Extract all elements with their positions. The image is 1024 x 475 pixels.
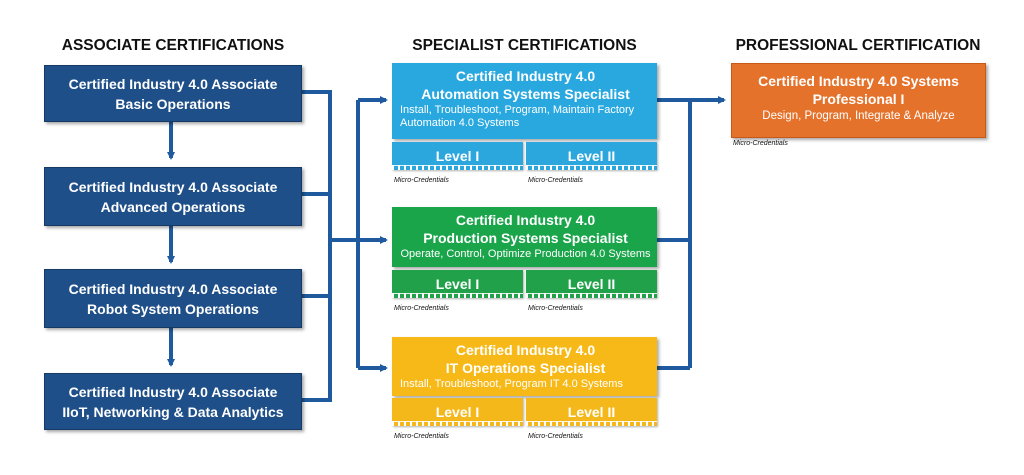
professional-certification-box: Certified Industry 4.0 Systems Professio… <box>731 63 986 138</box>
associate-basic-operations: Certified Industry 4.0 Associate Basic O… <box>44 65 302 122</box>
micro-credentials-label: Micro-Credentials <box>394 177 449 184</box>
micro-credentials-label: Micro-Credentials <box>528 305 583 312</box>
specialist-subtitle: IT Operations Specialist <box>445 360 606 376</box>
associate-iiot-networking: Certified Industry 4.0 Associate IIoT, N… <box>44 373 302 430</box>
associate-header: ASSOCIATE CERTIFICATIONS <box>61 37 285 54</box>
associate-robot-system-operations: Certified Industry 4.0 Associate Robot S… <box>44 269 302 328</box>
associate-subtitle: Advanced Operations <box>100 198 246 215</box>
micro-credentials-label: Micro-Credentials <box>528 433 583 440</box>
micro-credentials-label: Micro-Credentials <box>394 433 449 440</box>
associate-bus <box>302 90 332 402</box>
specialist-description: Operate, Control, Optimize Production 4.… <box>400 248 651 260</box>
professional-description: Design, Program, Integrate & Analyze <box>762 110 955 122</box>
micro-credentials-label: Micro-Credentials <box>733 140 788 147</box>
it-level-2: Level II <box>526 398 657 426</box>
specialist-title: Certified Industry 4.0 <box>455 342 596 358</box>
associate-title: Certified Industry 4.0 Associate <box>68 75 278 92</box>
specialist-subtitle: Production Systems Specialist <box>423 230 628 246</box>
production-level-2: Level II <box>526 270 657 298</box>
specialist-title: Certified Industry 4.0 <box>455 68 596 84</box>
micro-credentials-label: Micro-Credentials <box>394 305 449 312</box>
specialist-title: Certified Industry 4.0 <box>455 212 596 228</box>
it-level-1: Level I <box>392 398 523 426</box>
associate-title: Certified Industry 4.0 Associate <box>68 280 278 297</box>
it-specialist-box: Certified Industry 4.0 IT Operations Spe… <box>392 337 657 396</box>
specialist-header: SPECIALIST CERTIFICATIONS <box>412 37 637 54</box>
professional-subtitle: Professional I <box>812 91 905 107</box>
professional-header: PROFESSIONAL CERTIFICATION <box>735 37 981 54</box>
micro-credentials-label: Micro-Credentials <box>528 177 583 184</box>
automation-level-2: Level II <box>526 142 657 170</box>
automation-level-1: Level I <box>392 142 523 170</box>
automation-specialist-box: Certified Industry 4.0 Automation System… <box>392 63 657 139</box>
specialist-description: Install, Troubleshoot, Program, Maintain… <box>400 104 635 129</box>
production-level-1: Level I <box>392 270 523 298</box>
associate-title: Certified Industry 4.0 Associate <box>68 178 278 195</box>
associate-subtitle: IIoT, Networking & Data Analytics <box>62 403 284 420</box>
associate-subtitle: Robot System Operations <box>87 300 259 317</box>
associate-subtitle: Basic Operations <box>115 95 231 112</box>
associate-title: Certified Industry 4.0 Associate <box>68 383 278 400</box>
professional-title: Certified Industry 4.0 Systems <box>758 73 959 89</box>
specialist-subtitle: Automation Systems Specialist <box>421 86 630 102</box>
associate-advanced-operations: Certified Industry 4.0 Associate Advance… <box>44 167 302 226</box>
production-specialist-box: Certified Industry 4.0 Production System… <box>392 207 657 267</box>
specialist-description: Install, Troubleshoot, Program IT 4.0 Sy… <box>400 378 623 390</box>
